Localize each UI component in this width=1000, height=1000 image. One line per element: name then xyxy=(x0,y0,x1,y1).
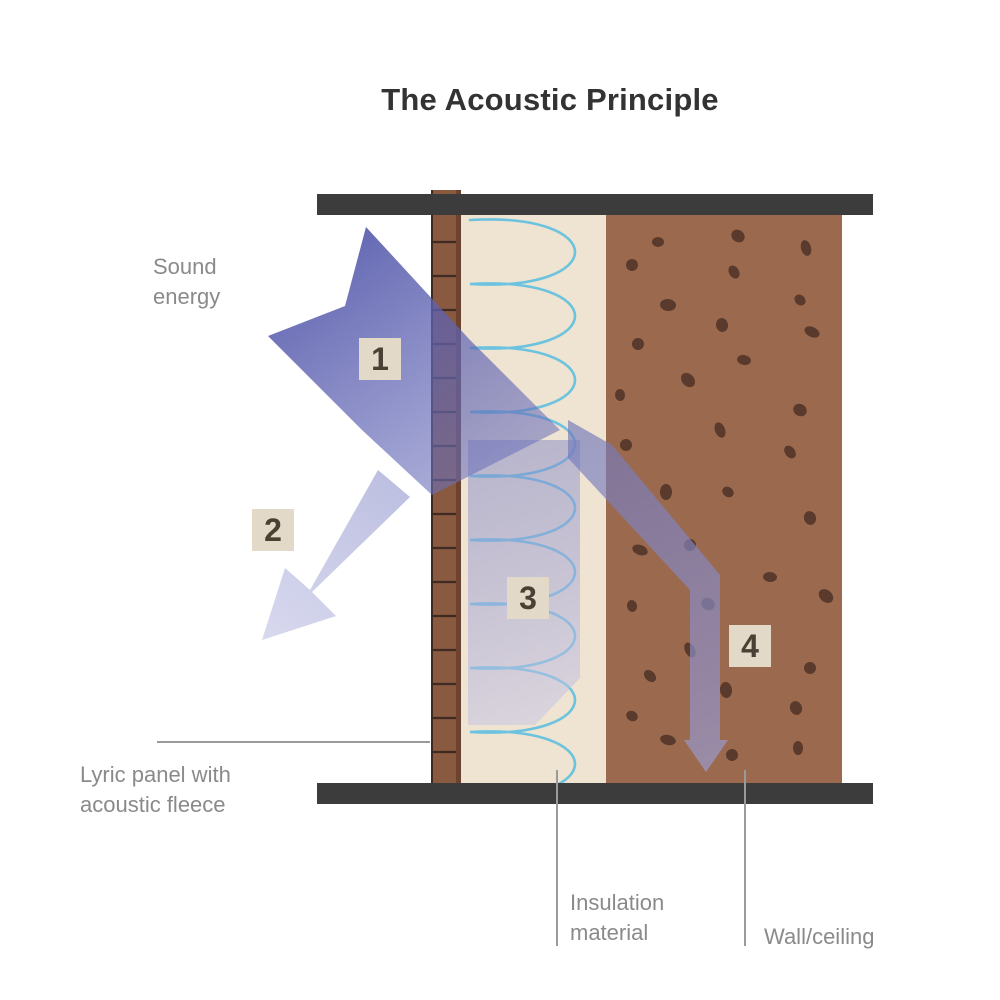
reflected-sound-arrow xyxy=(262,470,410,640)
incident-sound-arrow xyxy=(268,227,560,495)
step-number-1: 1 xyxy=(359,338,401,380)
lyric-panel-label: Lyric panel with acoustic fleece xyxy=(80,762,231,817)
top-frame-bar xyxy=(317,194,873,215)
insulation-material-label: Insulation material xyxy=(570,890,665,945)
step-number-3: 3 xyxy=(507,577,549,619)
transmitted-sound-arrow xyxy=(568,420,728,772)
sound-energy-label: Sound energy xyxy=(153,254,221,309)
bottom-frame-bar xyxy=(317,783,873,804)
step-number-2: 2 xyxy=(252,509,294,551)
diagram-title: The Acoustic Principle xyxy=(381,82,719,117)
step-number-4: 4 xyxy=(729,625,771,667)
wall-ceiling-label: Wall/ceiling xyxy=(764,924,875,949)
leader-lines xyxy=(157,741,746,946)
